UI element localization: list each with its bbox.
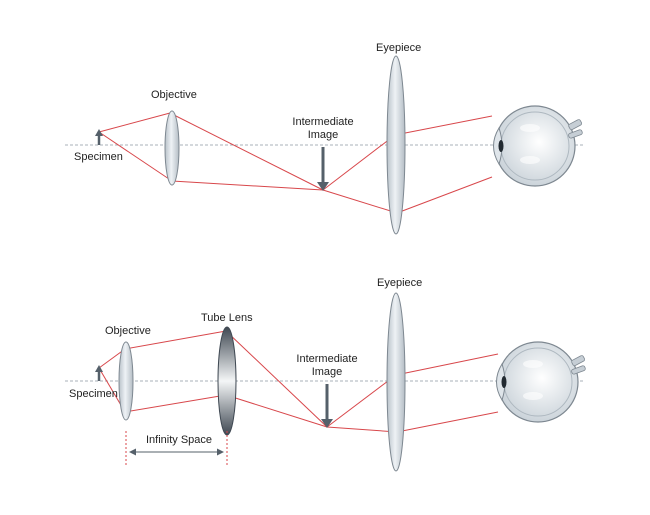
objective-lens — [164, 110, 180, 186]
eye-icon — [493, 105, 583, 187]
intermediate-image-label-line1: Intermediate — [292, 116, 354, 128]
intermediate-image-label-line2: Image — [307, 129, 339, 141]
intermediate-image-label-line2: Image — [311, 366, 343, 378]
tube-lens — [217, 326, 237, 436]
eyepiece-lens — [386, 55, 406, 235]
light-rays — [98, 330, 499, 433]
light-rays — [98, 112, 493, 214]
intermediate-image-label-line1: Intermediate — [296, 353, 358, 365]
objective-lens — [118, 341, 134, 421]
intermediate-image-arrow — [317, 147, 329, 191]
specimen-arrow — [95, 365, 103, 381]
infinity-space-marker — [125, 431, 228, 466]
specimen-label: Specimen — [74, 151, 123, 163]
infinity-optics-diagram — [65, 292, 586, 472]
eyepiece-label: Eyepiece — [376, 42, 422, 54]
objective-label: Objective — [105, 325, 151, 337]
objective-label: Objective — [151, 89, 197, 101]
eye-icon — [496, 341, 586, 423]
specimen-label: Specimen — [69, 388, 118, 400]
finite-optics-diagram — [65, 55, 585, 235]
intermediate-image-arrow — [321, 384, 333, 428]
infinity-space-label: Infinity Space — [146, 434, 213, 446]
specimen-arrow — [95, 129, 103, 145]
eyepiece-label: Eyepiece — [377, 277, 423, 289]
tube-lens-label: Tube Lens — [201, 312, 253, 324]
eyepiece-lens — [386, 292, 406, 472]
